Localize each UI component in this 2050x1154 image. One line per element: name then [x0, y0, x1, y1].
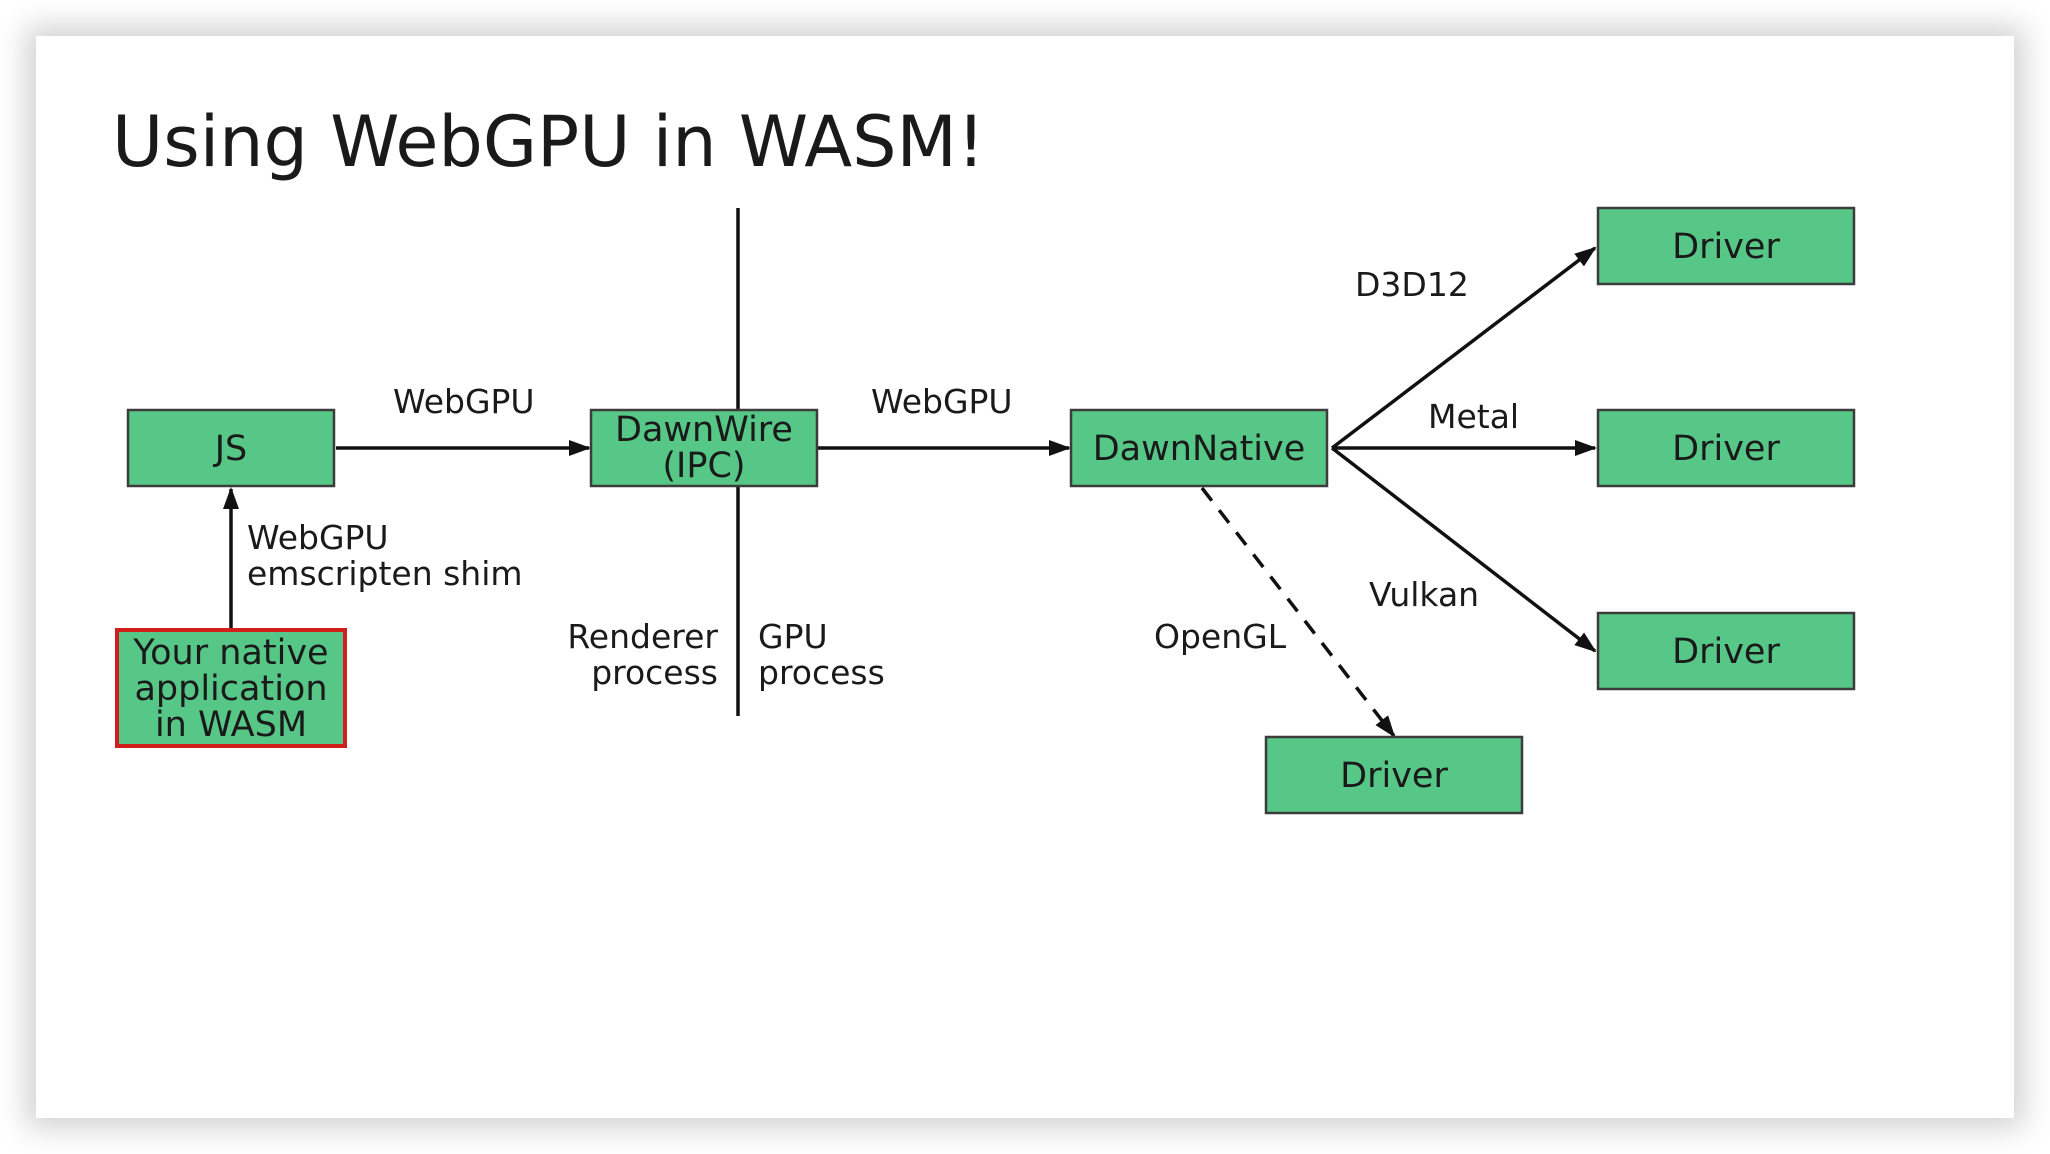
page-title: Using WebGPU in WASM!: [112, 101, 985, 183]
node-driver-vulkan-label: Driver: [1672, 632, 1780, 672]
edge-vulkan: [1330, 446, 1597, 653]
node-dawnnative: DawnNative: [1069, 408, 1329, 488]
node-driver-d3d12-label: Driver: [1672, 227, 1780, 267]
edge-label-app-to-js-line1: WebGPU: [247, 518, 389, 557]
edge-label-vulkan: Vulkan: [1369, 575, 1479, 614]
node-driver-opengl-label: Driver: [1340, 756, 1448, 796]
edge-opengl: [1200, 486, 1396, 738]
edge-label-js-to-dawnwire: WebGPU: [393, 382, 535, 421]
node-driver-metal-label: Driver: [1672, 429, 1780, 469]
node-native-app-label-line3: in WASM: [155, 705, 307, 745]
node-native-app: Your native application in WASM: [115, 628, 347, 748]
edge-d3d12: [1330, 246, 1597, 450]
node-dawnwire-label-line1: DawnWire: [615, 410, 793, 450]
renderer-process-label-line1: Renderer: [567, 617, 718, 656]
node-native-app-label-line1: Your native: [132, 633, 328, 673]
edge-label-metal: Metal: [1428, 397, 1519, 436]
node-dawnnative-label: DawnNative: [1093, 429, 1306, 469]
node-js: JS: [126, 408, 336, 488]
node-driver-metal: Driver: [1596, 408, 1856, 488]
edge-label-dawnwire-to-dawnnative: WebGPU: [871, 382, 1013, 421]
edge-label-opengl: OpenGL: [1154, 617, 1287, 656]
renderer-process-label-line2: process: [591, 653, 718, 692]
diagram: Using WebGPU in WASM! JS DawnWire (IPC) …: [112, 101, 1856, 815]
node-driver-d3d12: Driver: [1596, 206, 1856, 286]
node-driver-vulkan: Driver: [1596, 611, 1856, 691]
node-js-label: JS: [213, 429, 248, 469]
edge-label-d3d12: D3D12: [1355, 265, 1469, 304]
gpu-process-label-line1: GPU: [758, 617, 828, 656]
gpu-process-label-line2: process: [758, 653, 885, 692]
edge-label-app-to-js-line2: emscripten shim: [247, 554, 523, 593]
node-dawnwire: DawnWire (IPC): [589, 408, 819, 488]
node-dawnwire-label-line2: (IPC): [662, 446, 745, 486]
node-driver-opengl: Driver: [1264, 735, 1524, 815]
node-native-app-label-line2: application: [134, 669, 327, 709]
slide: Using WebGPU in WASM! JS DawnWire (IPC) …: [36, 36, 2014, 1118]
